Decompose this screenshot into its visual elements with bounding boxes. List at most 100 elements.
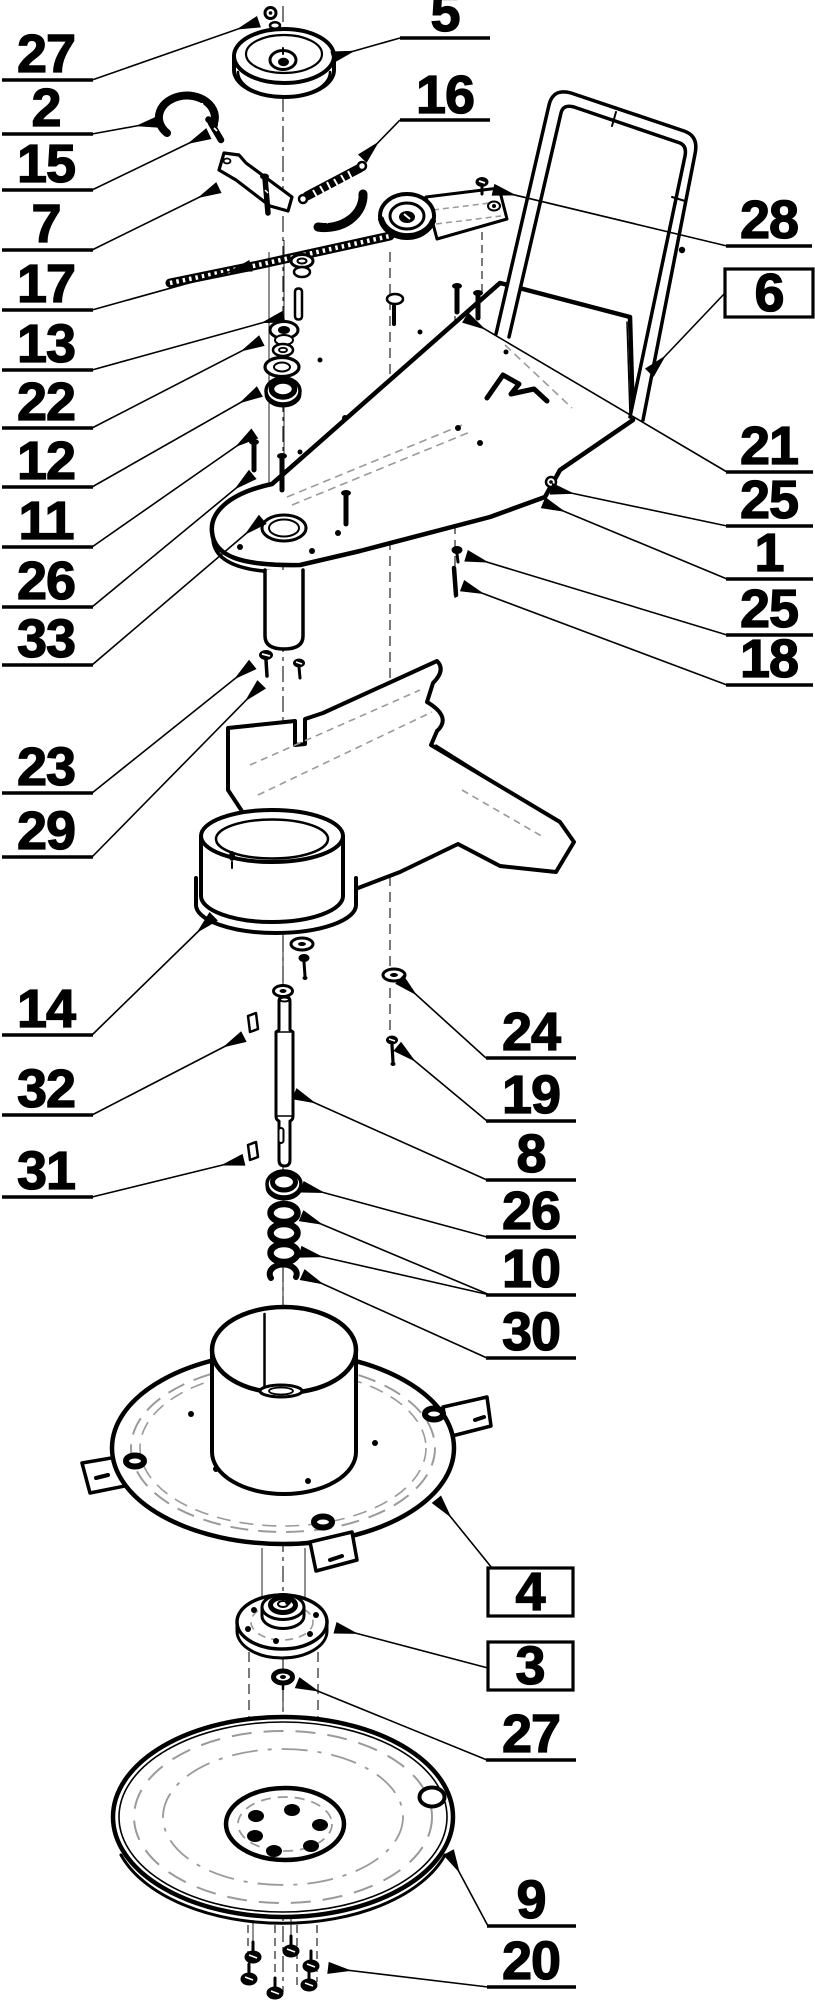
- svg-text:27: 27: [502, 1704, 560, 1764]
- callout-9: 9: [443, 1849, 576, 1931]
- callout-23: 23: [2, 659, 257, 798]
- callout-21: 21: [462, 312, 813, 477]
- svg-text:1: 1: [754, 523, 783, 583]
- handle-frame: [494, 90, 698, 422]
- hub-flange: [235, 1593, 329, 1660]
- svg-text:4: 4: [515, 1562, 545, 1622]
- svg-text:13: 13: [17, 314, 75, 374]
- svg-text:25: 25: [740, 470, 798, 530]
- tension-spring: [297, 160, 368, 205]
- impeller-plate: [80, 1304, 493, 1573]
- svg-text:25: 25: [740, 579, 798, 639]
- callout-26-left: 26: [2, 469, 257, 612]
- callout-27-top: 27: [2, 16, 261, 85]
- svg-text:11: 11: [18, 491, 73, 551]
- svg-text:6: 6: [754, 263, 783, 323]
- spindle-bolts: [259, 650, 305, 680]
- callout-14: 14: [2, 912, 218, 1040]
- svg-text:27: 27: [17, 24, 75, 84]
- washer-stack: [267, 1200, 301, 1266]
- callout-8: 8: [291, 1088, 576, 1185]
- housing-fasteners: [272, 936, 407, 1066]
- svg-text:2: 2: [31, 78, 60, 138]
- svg-text:18: 18: [740, 629, 798, 689]
- pivot-bolt: [475, 177, 489, 196]
- blade-disc: [110, 1714, 456, 1925]
- belt-guard-housing: [194, 659, 576, 935]
- svg-text:7: 7: [31, 194, 60, 254]
- snap-ring: [266, 1261, 300, 1281]
- callout-22: 22: [2, 335, 265, 433]
- drive-pulley: [232, 27, 336, 99]
- svg-text:17: 17: [17, 254, 75, 314]
- callout-18: 18: [459, 580, 813, 690]
- pulley-bolt: [263, 6, 282, 30]
- callout-31: 31: [2, 1140, 246, 1202]
- svg-text:19: 19: [502, 1065, 560, 1125]
- svg-text:30: 30: [502, 1302, 560, 1362]
- callout-26-right: 26: [300, 1180, 576, 1242]
- callout-6-boxed: 6: [644, 262, 815, 377]
- callout-33: 33: [2, 514, 267, 670]
- callout-4-boxed: 4: [431, 1495, 575, 1623]
- svg-text:15: 15: [17, 134, 75, 194]
- svg-text:31: 31: [17, 1141, 75, 1201]
- callout-13: 13: [2, 310, 286, 375]
- callout-7: 7: [2, 182, 222, 255]
- callout-19: 19: [393, 1041, 576, 1126]
- svg-text:3: 3: [515, 1636, 544, 1696]
- callout-10: 10: [298, 1210, 576, 1300]
- callout-24: 24: [395, 974, 576, 1063]
- svg-text:23: 23: [17, 737, 75, 797]
- svg-text:32: 32: [17, 1059, 75, 1119]
- woodruff-key-lower: [246, 1140, 260, 1162]
- lower-bearing: [265, 1169, 303, 1201]
- svg-text:20: 20: [502, 1931, 560, 1991]
- retainer-clip: [154, 91, 219, 137]
- svg-text:22: 22: [17, 372, 75, 432]
- bearing-stack: [263, 253, 315, 408]
- callout-3-boxed: 3: [333, 1621, 575, 1697]
- svg-text:26: 26: [502, 1181, 560, 1241]
- callout-1: 1: [540, 497, 813, 584]
- spindle-tube: [263, 568, 305, 651]
- callout-29: 29: [2, 680, 266, 862]
- callout-15: 15: [2, 128, 212, 195]
- callout-16: 16: [358, 64, 490, 163]
- callout-2: 2: [2, 77, 161, 139]
- spindle-shaft: [274, 995, 295, 1168]
- belt-guide: [313, 189, 368, 233]
- svg-text:5: 5: [430, 0, 459, 43]
- svg-text:16: 16: [416, 65, 474, 125]
- svg-text:8: 8: [516, 1124, 545, 1184]
- disc-bolts: [240, 1934, 320, 2000]
- svg-text:24: 24: [502, 1002, 561, 1062]
- svg-text:10: 10: [502, 1239, 560, 1299]
- drive-belt: [165, 231, 395, 288]
- svg-text:12: 12: [17, 431, 75, 491]
- svg-text:14: 14: [17, 979, 76, 1039]
- callout-25-upper: 25: [549, 469, 813, 531]
- deck-bolts-right: [451, 475, 558, 598]
- svg-text:9: 9: [516, 1870, 545, 1930]
- svg-text:29: 29: [17, 801, 75, 861]
- tension-bracket: [217, 151, 294, 216]
- callout-32: 32: [2, 1031, 247, 1120]
- callout-11: 11: [2, 428, 259, 552]
- svg-text:33: 33: [17, 609, 75, 669]
- callout-12: 12: [2, 386, 263, 492]
- spring-pin: [205, 116, 225, 144]
- woodruff-key-upper: [246, 1011, 260, 1034]
- callout-17: 17: [2, 253, 253, 315]
- callout-25-lower: 25: [464, 549, 813, 640]
- callout-5: 5: [330, 0, 490, 64]
- callout-30: 30: [299, 1269, 576, 1363]
- callout-28: 28: [491, 183, 812, 251]
- svg-text:26: 26: [17, 551, 75, 611]
- svg-text:28: 28: [740, 190, 798, 250]
- svg-text:21: 21: [740, 416, 798, 476]
- callout-20: 20: [327, 1930, 576, 1992]
